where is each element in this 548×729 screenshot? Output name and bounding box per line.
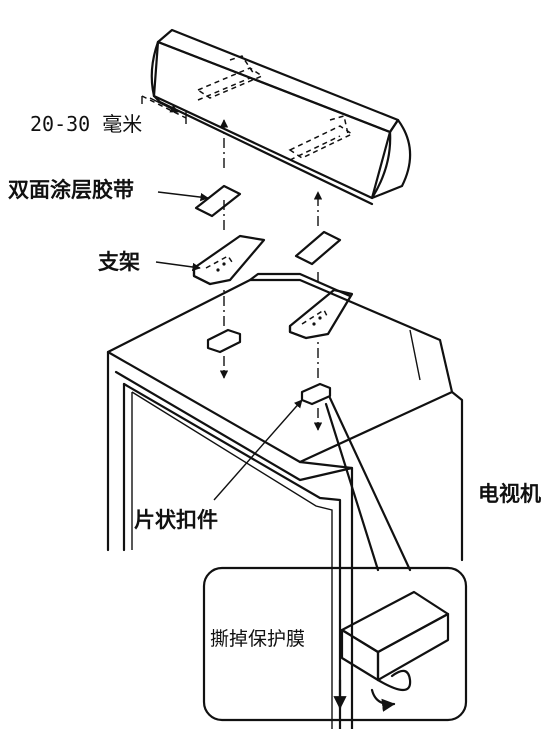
tape-right: [296, 232, 340, 264]
flat-fastener-label: 片状扣件: [134, 510, 218, 531]
bracket-label: 支架: [98, 252, 140, 273]
leader-lines: [156, 192, 302, 500]
callout-lines: [326, 398, 410, 570]
tape-left: [196, 186, 240, 216]
tv-label: 电视机: [478, 484, 541, 505]
peel-film-label: 撕掉保护膜: [210, 630, 305, 649]
tv-outline: [108, 274, 462, 729]
fastener-right: [302, 384, 330, 404]
fastener-left: [208, 330, 240, 352]
speaker-bar: [152, 30, 410, 204]
width-range-label: 20-30 毫米: [30, 114, 142, 134]
double-sided-tape-label: 双面涂层胶带: [8, 180, 134, 201]
